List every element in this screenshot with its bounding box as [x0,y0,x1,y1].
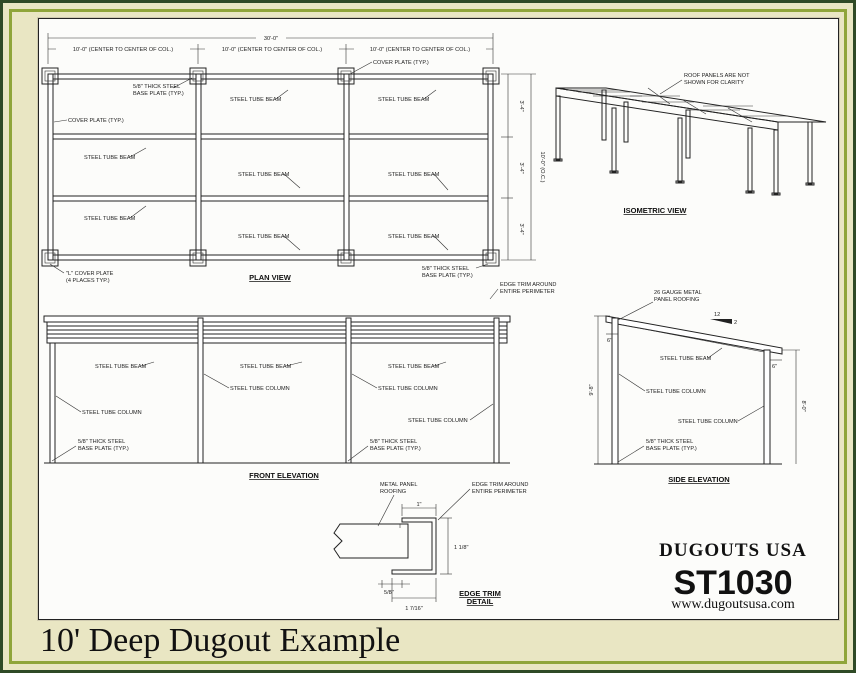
plan-cover-plate-left-label: COVER PLATE (TYP.) [68,118,124,124]
plan-beam-col-3 [343,73,350,261]
isometric-view-title: ISOMETRIC VIEW [624,206,688,215]
plan-view-title: PLAN VIEW [249,273,292,282]
poster-inner-border [9,9,847,664]
side-dim-3: 3'-4" [518,223,524,234]
front-beam [46,337,508,344]
plan-beam-label-7: STEEL TUBE BEAM [238,234,290,240]
plan-beam-row-4 [47,254,494,261]
side-dim-2: 3'-4" [518,162,524,173]
plan-beam-row-3 [47,195,494,202]
sheet-border [38,18,839,620]
front-elevation-title: FRONT ELEVATION [249,471,319,480]
plan-cover-plate-label: COVER PLATE (TYP.) [373,60,429,66]
plan-beam-label-4: STEEL TUBE BEAM [238,172,290,178]
depth-dim: 10'-0" (O.C.) [539,151,545,182]
side-height-left: 9'-8" [589,384,595,395]
plan-beam-label-5: STEEL TUBE BEAM [388,172,440,178]
front-trim [43,315,511,323]
product-code: ST1030 [673,564,792,602]
plan-beam-label-3: STEEL TUBE BEAM [84,155,136,161]
side-dim-1: 3'-4" [518,100,524,111]
iso-columns [553,89,815,196]
plan-beam-label-1: STEEL TUBE BEAM [230,97,282,103]
bay-dim-1: 10'-0" (CENTER TO CENTER OF COL.) [73,47,173,53]
trim-dim-bottom: 5/8" [384,590,394,596]
trim-dim-width: 1 7/16" [405,606,423,612]
front-column-label-3: STEEL TUBE COLUMN [82,410,142,416]
side-column-rear [763,349,771,465]
side-column-label-1: STEEL TUBE COLUMN [646,389,706,395]
front-beam-label-3: STEEL TUBE BEAM [388,364,440,370]
side-overhang-right: 6" [772,364,777,370]
website-link[interactable]: www.dugoutsusa.com [671,597,795,612]
plan-beam-label-6: STEEL TUBE BEAM [84,216,136,222]
front-column-label-2: STEEL TUBE COLUMN [378,386,438,392]
plan-beam-row-2 [47,133,494,140]
bay-dim-2: 10'-0" (CENTER TO CENTER OF COL.) [222,47,322,53]
trim-dim-top: 1" [416,502,421,508]
plan-beam-col-1 [47,73,54,261]
page-caption: 10' Deep Dugout Example [40,622,401,659]
plan-beam-label-8: STEEL TUBE BEAM [388,234,440,240]
brand-name: DUGOUTS USA [659,540,807,561]
brand-block: DUGOUTS USA ST1030 www.dugoutsusa.com [659,540,807,612]
side-elevation-title: SIDE ELEVATION [668,475,729,484]
trim-profile [391,517,437,575]
slope-run: 12 [714,312,720,318]
front-column-label-4: STEEL TUBE COLUMN [408,418,468,424]
trim-dim-height: 1 1/8" [454,545,468,551]
front-elevation: STEEL TUBE BEAM STEEL TUBE BEAM STEEL TU… [43,315,511,480]
front-column-label-1: STEEL TUBE COLUMN [230,386,290,392]
plan-view: 30'-0" 10'-0" (CENTER TO CENTER OF COL.)… [41,33,545,284]
drawing-sheet: 30'-0" 10'-0" (CENTER TO CENTER OF COL.)… [38,18,839,620]
side-column-label-2: STEEL TUBE COLUMN [678,419,738,425]
plan-beam-row-1 [47,73,494,80]
l-cover-plate-label: "L" COVER PLATE(4 PLACES TYP.) [66,271,114,284]
plan-base-plates [41,67,500,267]
side-beam-label: STEEL TUBE BEAM [660,356,712,362]
side-overhang-left: 6" [607,338,612,344]
overall-dim: 30'-0" [264,36,278,42]
front-beam-label-2: STEEL TUBE BEAM [240,364,292,370]
drawing-svg: 30'-0" 10'-0" (CENTER TO CENTER OF COL.)… [38,18,839,620]
trim-roof-panel [333,523,409,559]
side-roof [605,315,783,355]
plan-beam-label-2: STEEL TUBE BEAM [378,97,430,103]
plan-beam-col-4 [487,73,494,261]
front-beam-label-1: STEEL TUBE BEAM [95,364,147,370]
plan-beam-col-2 [195,73,202,261]
side-height-right: 8'-0" [800,400,806,411]
side-column-front [611,317,619,465]
bay-dim-3: 10'-0" (CENTER TO CENTER OF COL.) [370,47,470,53]
slope-rise: 2 [734,320,737,326]
